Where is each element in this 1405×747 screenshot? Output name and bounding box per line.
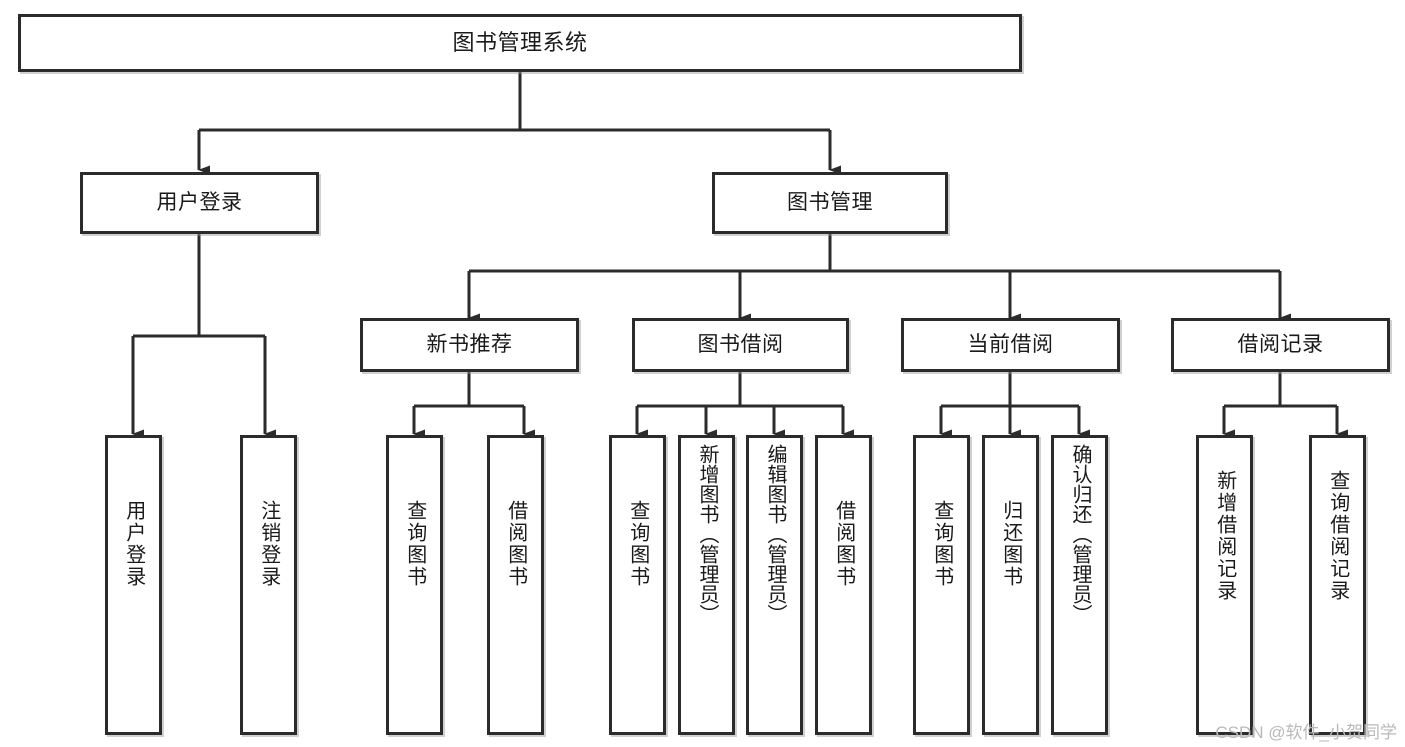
node-label: 借阅图书 xyxy=(832,500,855,588)
node-label: 图书管理系统 xyxy=(452,29,588,55)
node-label: 借阅记录 xyxy=(1237,333,1324,357)
node-label: 编辑图书（管理员） xyxy=(764,444,786,624)
node-leaf-query-book-current[interactable]: 查询图书 xyxy=(913,435,970,735)
node-label: 新增借阅记录 xyxy=(1213,470,1236,602)
node-current-borrow[interactable]: 当前借阅 xyxy=(901,318,1120,372)
node-leaf-query-book-recommend[interactable]: 查询图书 xyxy=(386,435,443,735)
node-leaf-return-book[interactable]: 归还图书 xyxy=(982,435,1039,735)
node-label: 当前借阅 xyxy=(967,333,1054,357)
node-new-book-recommend[interactable]: 新书推荐 xyxy=(360,318,579,372)
node-leaf-confirm-return[interactable]: 确认归还（管理员） xyxy=(1051,435,1108,735)
node-label: 用户登录 xyxy=(156,191,243,215)
node-leaf-add-borrow-record[interactable]: 新增借阅记录 xyxy=(1196,435,1253,735)
node-leaf-query-borrow-record[interactable]: 查询借阅记录 xyxy=(1309,435,1366,735)
node-leaf-query-book-borrow[interactable]: 查询图书 xyxy=(609,435,666,735)
node-borrow-record[interactable]: 借阅记录 xyxy=(1171,318,1390,372)
node-label: 查询图书 xyxy=(626,500,649,588)
node-user-login[interactable]: 用户登录 xyxy=(80,172,319,234)
node-label: 新书推荐 xyxy=(426,333,513,357)
node-leaf-user-login[interactable]: 用户登录 xyxy=(105,435,162,735)
node-label: 确认归还（管理员） xyxy=(1069,444,1091,624)
node-root-library-system[interactable]: 图书管理系统 xyxy=(18,14,1022,72)
node-label: 查询图书 xyxy=(930,500,953,588)
node-label: 用户登录 xyxy=(122,500,145,588)
node-leaf-logout-login[interactable]: 注销登录 xyxy=(240,435,297,735)
node-label: 查询图书 xyxy=(403,500,426,588)
node-book-borrow[interactable]: 图书借阅 xyxy=(632,318,849,372)
node-label: 借阅图书 xyxy=(504,500,527,588)
node-leaf-borrow-book[interactable]: 借阅图书 xyxy=(815,435,872,735)
node-leaf-borrow-book-recommend[interactable]: 借阅图书 xyxy=(487,435,544,735)
node-label: 图书管理 xyxy=(787,191,873,215)
node-leaf-edit-book[interactable]: 编辑图书（管理员） xyxy=(746,435,803,735)
csdn-watermark: CSDN @软件_小贺同学 xyxy=(1215,723,1397,742)
node-label: 注销登录 xyxy=(257,500,280,588)
node-label: 图书借阅 xyxy=(697,333,784,357)
node-label: 新增图书（管理员） xyxy=(696,444,718,624)
node-label: 查询借阅记录 xyxy=(1326,470,1349,602)
node-book-manage[interactable]: 图书管理 xyxy=(712,172,948,234)
node-leaf-add-book[interactable]: 新增图书（管理员） xyxy=(678,435,735,735)
node-label: 归还图书 xyxy=(999,500,1022,588)
